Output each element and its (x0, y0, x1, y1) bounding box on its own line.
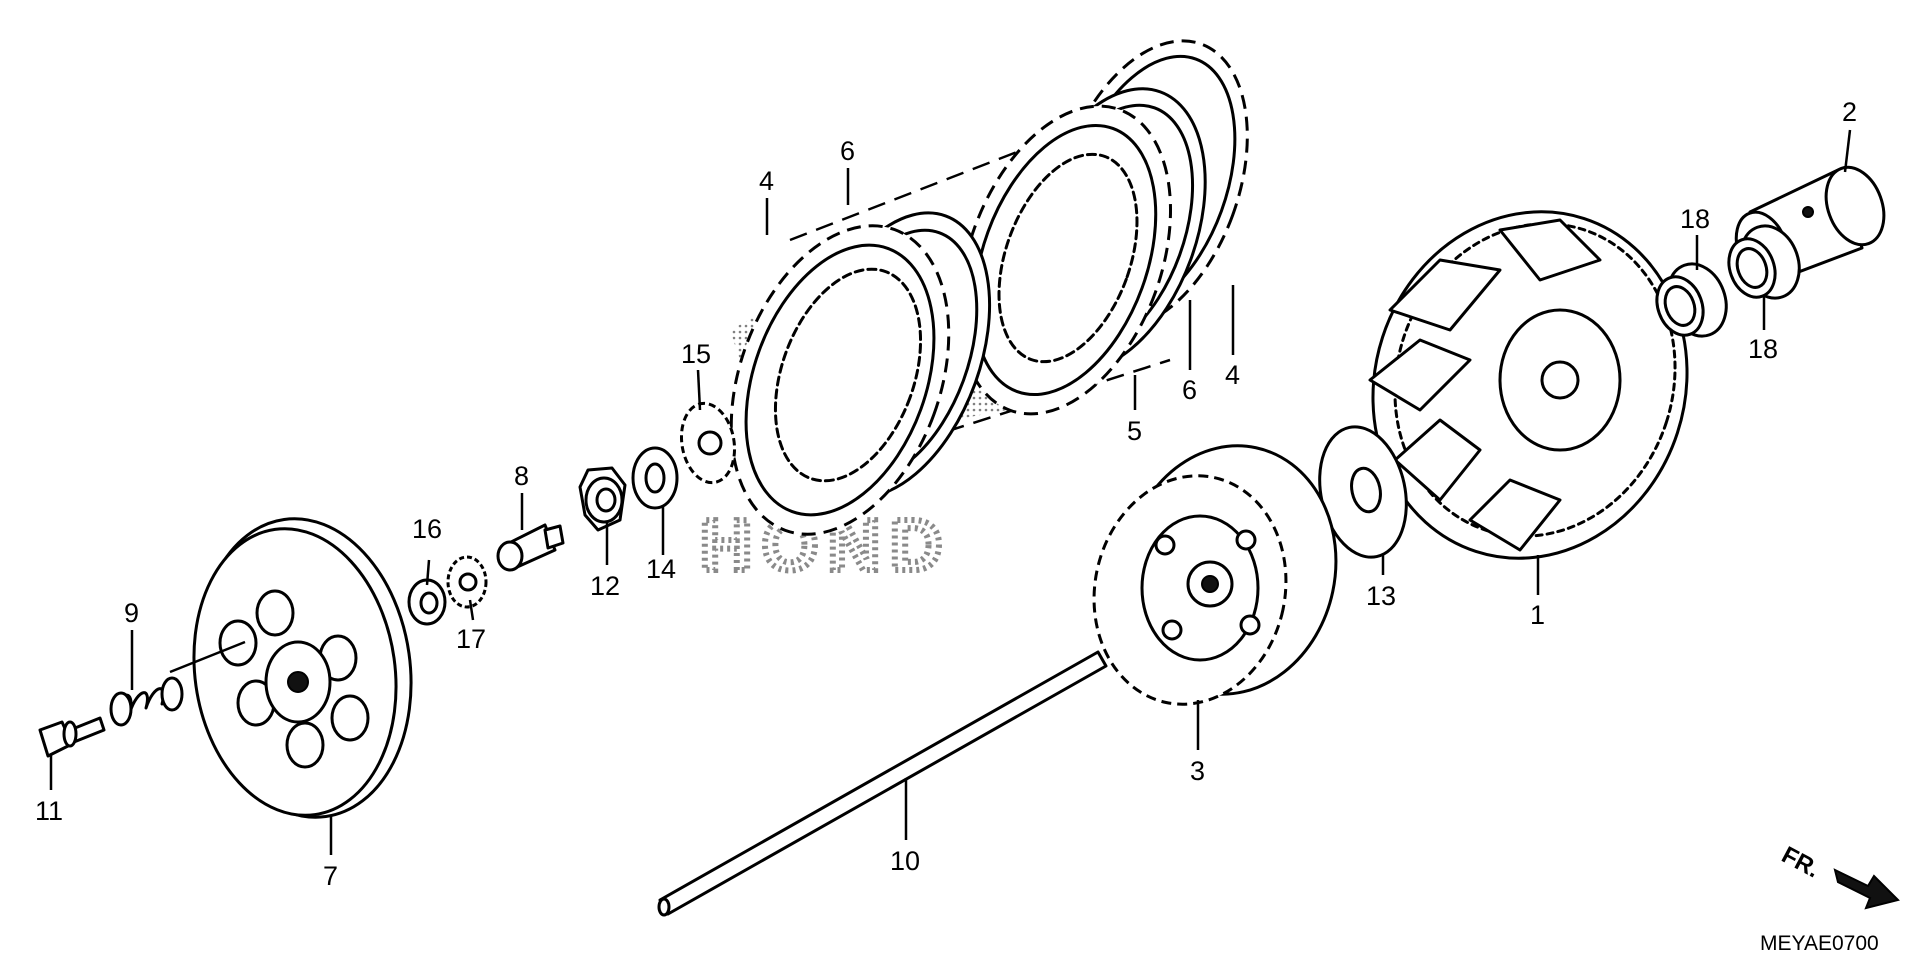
callout-2: 2 (1842, 97, 1857, 127)
callout-15: 15 (681, 339, 711, 369)
front-direction-indicator: FR. (1777, 841, 1900, 910)
assembly-dashed-lines (789, 143, 1171, 442)
callout-labels: 1 2 3 4 4 5 6 6 7 8 9 10 11 12 13 14 15 … (35, 97, 1857, 891)
friction-disc-front (729, 224, 951, 536)
direction-label: FR. (1777, 841, 1824, 883)
callout-12: 12 (590, 571, 620, 601)
diagram-code: MEYAE0700 (1760, 932, 1879, 955)
callout-6-front: 6 (840, 136, 855, 166)
callout-16: 16 (412, 514, 442, 544)
clutch-push-rod (657, 650, 1108, 917)
callout-11: 11 (35, 796, 63, 826)
clutch-outer-housing (1368, 210, 1689, 560)
clutch-center-washer (631, 446, 679, 510)
needle-bearing-a (1655, 262, 1728, 338)
callout-14: 14 (646, 554, 676, 584)
callout-8: 8 (514, 461, 529, 491)
needle-bearing-b (1727, 224, 1801, 300)
clutch-center (1092, 444, 1338, 706)
callout-13: 13 (1366, 581, 1396, 611)
callout-4-rear: 4 (1225, 360, 1240, 390)
callout-18-upper: 18 (1680, 204, 1710, 234)
lock-nut (578, 466, 627, 532)
lock-washer (679, 401, 737, 485)
clutch-spring (109, 676, 184, 727)
callout-10: 10 (890, 846, 920, 876)
lifter-washer (407, 578, 447, 626)
callout-18-lower: 18 (1748, 334, 1778, 364)
callout-5: 5 (1127, 416, 1142, 446)
lifter-bearing (446, 555, 488, 609)
pressure-plate (192, 517, 413, 819)
callout-3: 3 (1190, 756, 1205, 786)
callout-17: 17 (456, 624, 486, 654)
friction-disc-5 (957, 104, 1173, 416)
callout-6-rear: 6 (1182, 375, 1197, 405)
callout-9: 9 (124, 598, 139, 628)
callout-4-front: 4 (759, 166, 774, 196)
callout-leaders (49, 129, 1852, 855)
flange-bolt (38, 716, 106, 758)
callout-7: 7 (323, 861, 338, 891)
clutch-lifter-piece (496, 523, 565, 572)
callout-1: 1 (1530, 600, 1545, 630)
